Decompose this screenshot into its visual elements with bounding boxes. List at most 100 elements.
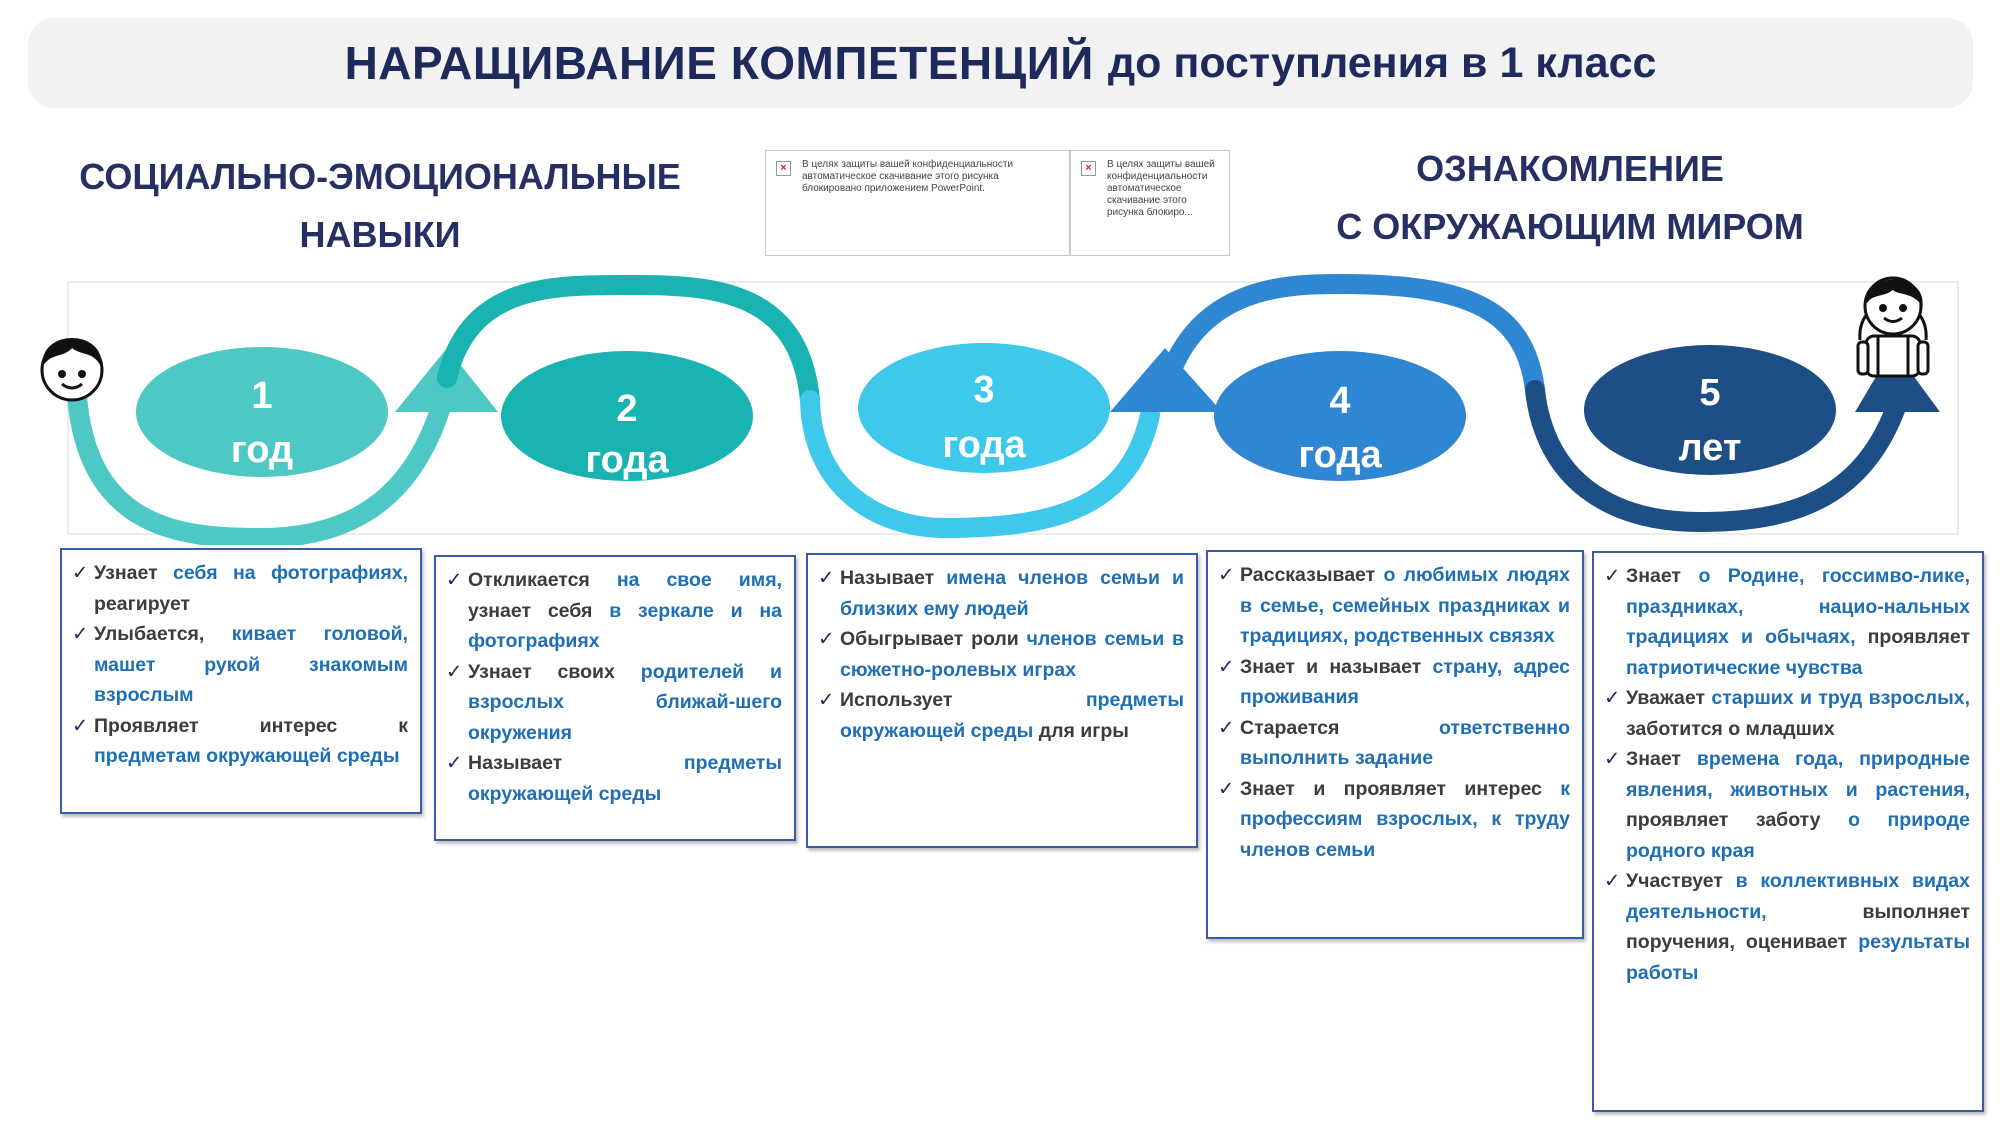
broken-image-icon: × (776, 161, 791, 176)
plain-text: Знает (1626, 565, 1699, 587)
highlight-text: себя на фотографиях, (173, 562, 408, 584)
highlight-text: ответственно выполнить задание (1240, 716, 1570, 770)
competency-box-1-year: Узнает себя на фотографиях, реагируетУлы… (60, 548, 422, 814)
competency-box-4-years: Рассказывает о любимых людях в семье, се… (1206, 550, 1584, 939)
broken-image-icon: × (1081, 161, 1096, 176)
stage-ellipse (1214, 351, 1466, 481)
stage-unit: года (942, 424, 1026, 466)
plain-text: Старается (1240, 716, 1439, 739)
highlight-text: страну, адрес проживания (1240, 655, 1570, 709)
plain-text: Рассказывает (1240, 564, 1384, 586)
plain-text: Участвует (1626, 870, 1736, 892)
highlight-text: предметам окружающей среды (94, 745, 400, 767)
highlight-text: родителей и взрослых ближай-шего окружен… (468, 660, 782, 744)
highlight-text: кивает головой, машет рукой знакомым взр… (94, 623, 408, 706)
heading-social-emotional: СОЦИАЛЬНО-ЭМОЦИОНАЛЬНЫЕ НАВЫКИ (70, 148, 690, 264)
heading-left-line2: НАВЫКИ (299, 214, 461, 255)
competency-list: Узнает себя на фотографиях, реагируетУлы… (72, 558, 408, 772)
highlight-text: о любимых людях в семье, семейных праздн… (1240, 564, 1571, 647)
highlight-text: о Родине, госсимво-лике, праздниках, нац… (1626, 565, 1970, 648)
competency-item: Узнает себя на фотографиях, реагирует (72, 558, 408, 619)
competency-item: Знает о Родине, госсимво-лике, праздника… (1604, 561, 1970, 683)
competency-list: Откликается на свое имя, узнает себя в з… (446, 565, 782, 809)
stage-unit: года (1298, 434, 1382, 476)
highlight-text: членов семьи в сюжетно-ролевых играх (840, 628, 1184, 681)
competency-list: Знает о Родине, госсимво-лике, праздника… (1604, 561, 1970, 988)
stage-1: 1 год (136, 347, 388, 477)
stage-number: 3 (973, 369, 994, 411)
stage-4: 4 года (1214, 351, 1466, 481)
competency-item: Уважает старших и труд взрослых, заботит… (1604, 683, 1970, 744)
competency-item: Знает и называет страну, адрес проживани… (1218, 652, 1570, 713)
competency-item: Откликается на свое имя, узнает себя в з… (446, 565, 782, 657)
arrow-segment-2 (437, 274, 820, 410)
plain-text: Знает и проявляет интерес (1240, 777, 1561, 800)
highlight-text: к профессиям взрослых, к труду членов се… (1240, 777, 1570, 861)
plain-text: проявляет заботу (1626, 809, 1849, 831)
competency-item: Называет предметы окружающей среды (446, 748, 782, 809)
arrow-segment-4 (1158, 273, 1545, 400)
stage-number: 5 (1699, 372, 1720, 414)
highlight-text: времена года, природные явления, животны… (1626, 748, 1970, 801)
competency-item: Улыбается, кивает головой, машет рукой з… (72, 619, 408, 711)
blocked-image-placeholder[interactable]: × В целях защиты вашей конфиденциальност… (765, 150, 1070, 256)
stage-unit: года (585, 439, 669, 481)
competency-item: Использует предметы окружающей среды для… (818, 685, 1184, 746)
competency-item: Старается ответственно выполнить задание (1218, 713, 1570, 774)
heading-right-line2: С ОКРУЖАЮЩИМ МИРОМ (1336, 206, 1804, 247)
schoolboy-icon (1856, 276, 1930, 378)
competency-box-3-years: Называет имена членов семьи и близких ем… (806, 553, 1198, 848)
stage-ellipse (1584, 345, 1836, 475)
highlight-text: в зеркале и на фотографиях (468, 599, 782, 653)
stage-ellipse (136, 347, 388, 477)
competency-item: Называет имена членов семьи и близких ем… (818, 563, 1184, 624)
blocked-image-placeholder[interactable]: × В целях защиты вашей конфиденциальност… (1070, 150, 1230, 256)
plain-text: Уважает (1626, 687, 1712, 709)
plain-text: Улыбается, (94, 623, 232, 645)
title-rest: до поступления в 1 класс (1107, 38, 1657, 87)
age-progression-diagram: 1 год 2 года 3 года 4 года 5 лет (40, 273, 1959, 545)
highlight-text: предметы окружающей среды (468, 752, 782, 805)
highlight-text: на свое имя, (616, 569, 782, 591)
boy-face-icon (40, 338, 104, 402)
plain-text: для игры (1033, 719, 1129, 742)
highlight-text: результаты работы (1626, 931, 1970, 984)
title-banner: НАРАЩИВАНИЕ КОМПЕТЕНЦИЙ до поступления в… (28, 18, 1973, 108)
plain-text: Откликается (468, 569, 617, 591)
plain-text: Называет (840, 567, 947, 589)
plain-text: проявляет (1855, 626, 1970, 648)
highlight-text: в коллективных видах деятельности, (1626, 870, 1970, 923)
highlight-text: предметы окружающей среды (840, 689, 1184, 742)
arrow-segment-3 (800, 390, 1160, 539)
plain-text: Узнает (94, 562, 173, 584)
highlight-text: о природе родного края (1626, 809, 1970, 862)
plain-text: реагирует (94, 592, 191, 615)
arrow-head-3 (1855, 348, 1940, 412)
plain-text: Обыгрывает роли (840, 628, 1027, 650)
competency-list: Называет имена членов семьи и близких ем… (818, 563, 1184, 746)
heading-right-line1: ОЗНАКОМЛЕНИЕ (1416, 148, 1724, 189)
stage-5: 5 лет (1584, 345, 1836, 475)
stage-ellipse (501, 351, 753, 481)
plain-text: Проявляет интерес к (94, 714, 408, 737)
plain-text: Называет (468, 752, 684, 774)
competency-box-2-years: Откликается на свое имя, узнает себя в з… (434, 555, 796, 841)
plain-text: Использует (840, 689, 1086, 711)
competency-item: Рассказывает о любимых людях в семье, се… (1218, 560, 1570, 652)
title-caps: НАРАЩИВАНИЕ КОМПЕТЕНЦИЙ (344, 37, 1094, 89)
competency-box-5-years: Знает о Родине, госсимво-лике, праздника… (1592, 551, 1984, 1112)
plain-text: Узнает своих (468, 660, 641, 683)
plain-text: Знает и называет (1240, 655, 1433, 678)
stage-3: 3 года (858, 343, 1110, 473)
highlight-text: патриотические чувства (1626, 656, 1863, 679)
heading-world-around: ОЗНАКОМЛЕНИЕ С ОКРУЖАЮЩИМ МИРОМ (1270, 140, 1870, 256)
highlight-text: старших и труд взрослых, (1711, 687, 1970, 709)
placeholder-text: В целях защиты вашей конфиденциальности … (802, 159, 1014, 194)
stage-number: 1 (251, 375, 272, 417)
plain-text: выполняет поручения, оценивает (1626, 900, 1970, 954)
stage-number: 2 (616, 388, 637, 430)
competency-item: Проявляет интерес к предметам окружающей… (72, 711, 408, 772)
arrow-segment-5 (1525, 380, 1905, 533)
highlight-text: имена членов семьи и близких ему людей (840, 567, 1184, 620)
heading-left-line1: СОЦИАЛЬНО-ЭМОЦИОНАЛЬНЫЕ (79, 156, 681, 197)
